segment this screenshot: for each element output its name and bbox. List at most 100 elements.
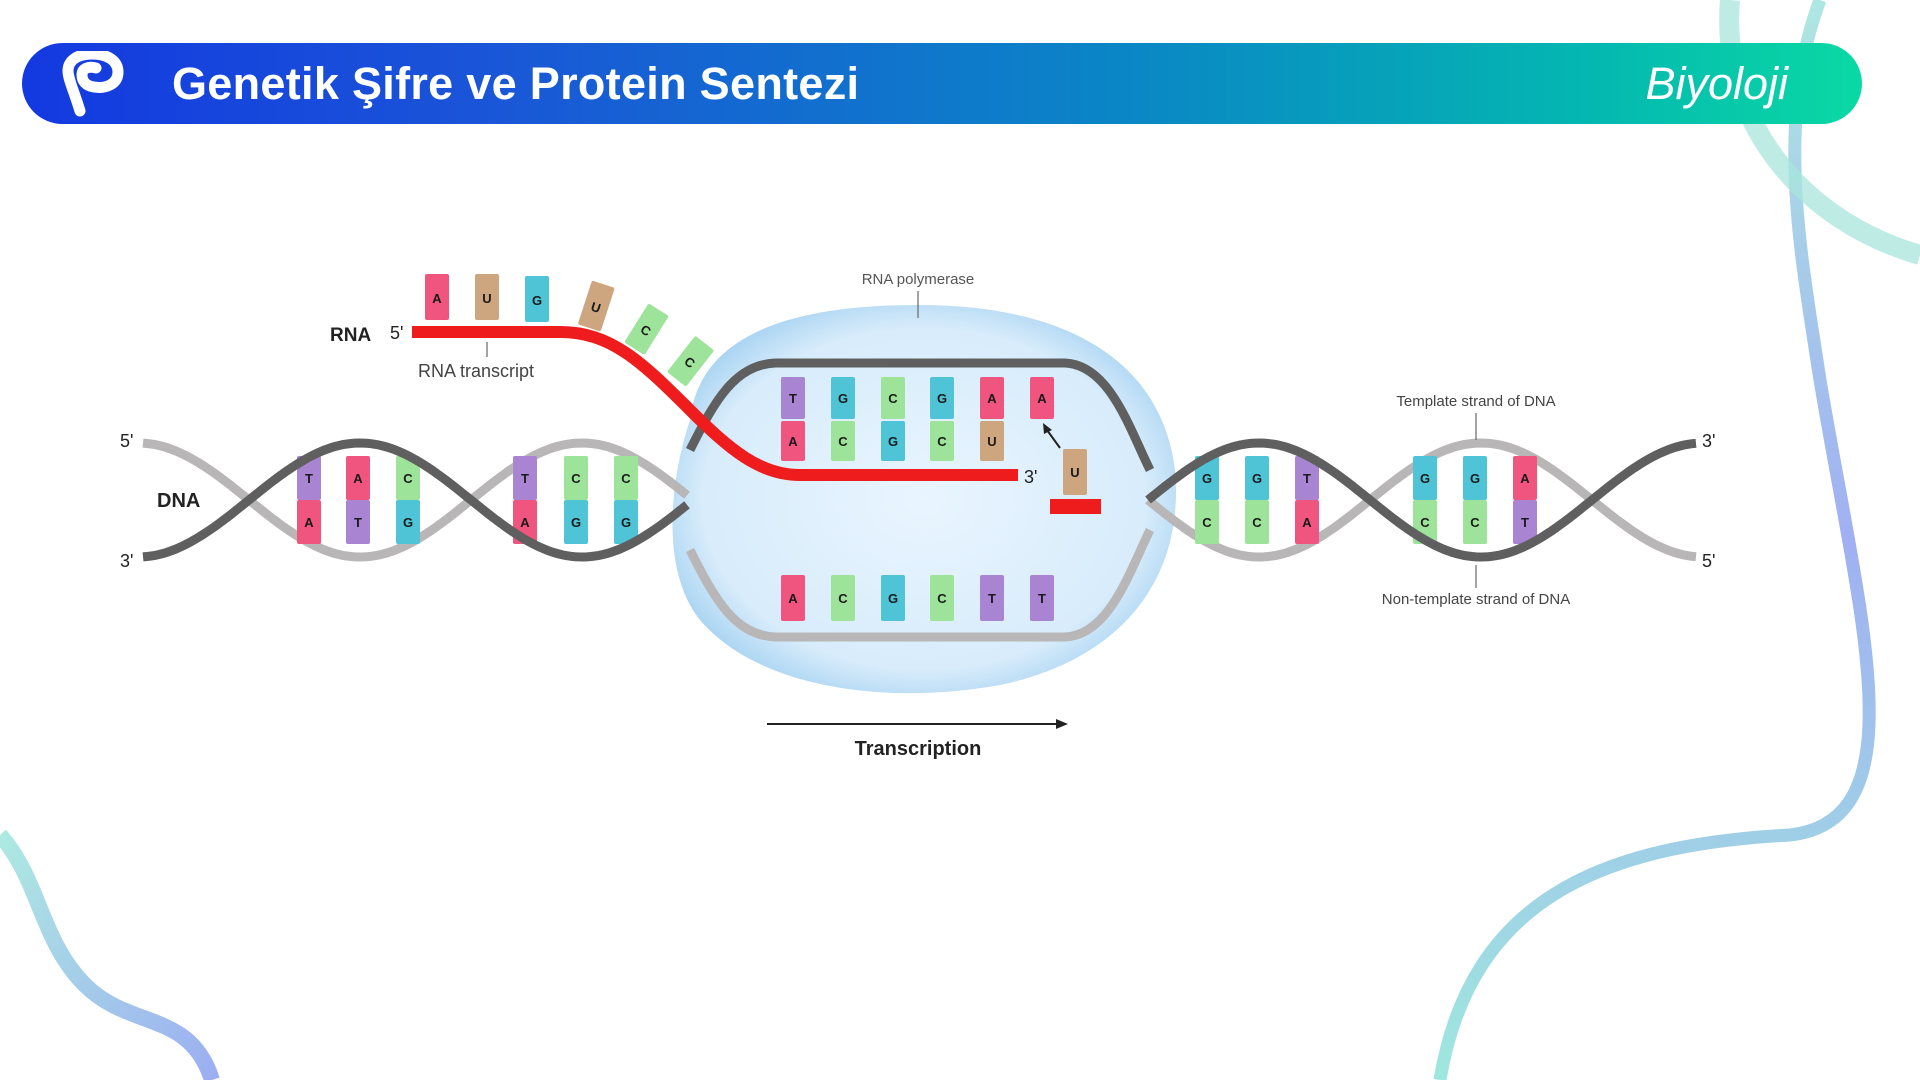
bubble-bottom-base-1-block <box>831 575 855 621</box>
left-base-top-5-block <box>614 456 638 500</box>
right-base-bottom-2: A <box>1295 500 1319 544</box>
left-base-bottom-1-letter: T <box>354 515 362 530</box>
dna-template-strand-bubble <box>685 358 1155 473</box>
left-base-bottom-0-letter: A <box>304 515 314 530</box>
right-base-bottom-1-letter: C <box>1252 515 1262 530</box>
right-base-top-5: A <box>1513 456 1537 500</box>
bubble-dna-base-0-block <box>781 377 805 419</box>
left-top-end-label: 5' <box>120 431 133 451</box>
decor-curve-right <box>1433 0 1876 1080</box>
right-base-bottom-3-letter: C <box>1420 515 1430 530</box>
bubble-rna-base-2-block <box>881 421 905 461</box>
right-base-bottom-0: C <box>1195 500 1219 544</box>
bubble-dna-base-2-letter: C <box>888 391 898 406</box>
left-base-top-4-block <box>564 456 588 500</box>
bubble-bottom-base-0-block <box>781 575 805 621</box>
rna-label: RNA <box>330 325 371 346</box>
left-base-bottom-4: G <box>564 500 588 544</box>
bubble-dna-base-2: C <box>881 377 905 419</box>
right-base-top-1: G <box>1245 456 1269 500</box>
left-base-top-0-block <box>297 456 321 500</box>
template-strand-label: Template strand of DNA <box>1396 393 1555 410</box>
bubble-dna-base-1: G <box>831 377 855 419</box>
right-base-bottom-1: C <box>1245 500 1269 544</box>
nontemplate-strand-label: Non-template strand of DNA <box>1382 591 1570 608</box>
right-base-top-2: T <box>1295 456 1319 500</box>
right-base-top-2-letter: T <box>1303 471 1311 486</box>
bubble-rna-base-4: U <box>980 421 1004 461</box>
rna-tail-base-1: U <box>475 274 499 320</box>
bubble-rna-base-3-block <box>930 421 954 461</box>
right-base-bottom-4-block <box>1463 500 1487 544</box>
bubble-bottom-base-3: C <box>930 575 954 621</box>
transcription-arrowhead <box>1056 719 1068 729</box>
right-base-bottom-1-block <box>1245 500 1269 544</box>
bubble-rna-base-3-letter: C <box>937 434 947 449</box>
left-base-top-1-block <box>346 456 370 500</box>
left-base-bottom-0-block <box>297 500 321 544</box>
header-bar: Genetik Şifre ve Protein Sentezi Biyoloj… <box>22 43 1862 124</box>
left-base-top-3-letter: T <box>521 471 529 486</box>
bubble-dna-base-3: G <box>930 377 954 419</box>
rna-tail-base-2-letter: G <box>532 293 542 308</box>
left-base-bottom-3-letter: A <box>520 515 530 530</box>
bubble-rna-base-2-letter: G <box>888 434 898 449</box>
left-base-top-4: C <box>564 456 588 500</box>
bubble-rna-base-4-block <box>980 421 1004 461</box>
bubble-dna-base-5-letter: A <box>1037 391 1047 406</box>
left-base-bottom-5-block <box>614 500 638 544</box>
rna-tail-base-1-letter: U <box>482 291 491 306</box>
right-base-top-5-letter: A <box>1520 471 1530 486</box>
bubble-dna-base-4-block <box>980 377 1004 419</box>
bubble-dna-base-2-block <box>881 377 905 419</box>
rna-tail-base-0-letter: A <box>432 291 442 306</box>
bubble-dna-base-4-letter: A <box>987 391 997 406</box>
rna-tail-base-3-letter: U <box>589 299 603 316</box>
left-base-bottom-2-letter: G <box>403 515 413 530</box>
incoming-nucleotide: U <box>1063 449 1087 495</box>
dna-label: DNA <box>157 490 200 512</box>
dna-coding-strand-bubble <box>685 527 1155 642</box>
left-base-top-2: C <box>396 456 420 500</box>
bubble-bottom-base-0-letter: A <box>788 591 798 606</box>
right-top-end-label: 3' <box>1702 431 1715 451</box>
bubble-rna-base-1-block <box>831 421 855 461</box>
rna-transcript-label: RNA transcript <box>418 361 534 381</box>
left-base-bottom-5: G <box>614 500 638 544</box>
bubble-bottom-base-4-block <box>980 575 1004 621</box>
left-base-top-0-letter: T <box>305 471 313 486</box>
left-base-top-3-block <box>513 456 537 500</box>
dna-template-strand-right <box>1145 438 1697 562</box>
rna-tail-base-3-block <box>578 280 615 332</box>
right-base-top-3-block <box>1413 456 1437 500</box>
subject-label: Biyoloji <box>1645 58 1788 109</box>
bubble-bottom-base-1: C <box>831 575 855 621</box>
bubble-bottom-base-2: G <box>881 575 905 621</box>
bubble-dna-base-0-letter: T <box>789 391 797 406</box>
left-base-top-4-letter: C <box>571 471 581 486</box>
rna-tail-base-1-block <box>475 274 499 320</box>
right-base-bottom-5-letter: T <box>1521 515 1529 530</box>
right-base-bottom-2-block <box>1295 500 1319 544</box>
right-base-bottom-0-block <box>1195 500 1219 544</box>
rna-tail-base-0: A <box>425 274 449 320</box>
bubble-rna-base-1-letter: C <box>838 434 848 449</box>
left-base-bottom-1: T <box>346 500 370 544</box>
bubble-bottom-base-0: A <box>781 575 805 621</box>
right-base-top-5-block <box>1513 456 1537 500</box>
right-base-bottom-5: T <box>1513 500 1537 544</box>
bubble-bottom-base-5-letter: T <box>1038 591 1046 606</box>
left-base-top-2-letter: C <box>403 471 413 486</box>
bubble-rna-base-4-letter: U <box>987 434 996 449</box>
bubble-bottom-base-2-block <box>881 575 905 621</box>
rna-strand <box>412 326 1018 481</box>
bubble-rna-base-0: A <box>781 421 805 461</box>
right-base-top-3: G <box>1413 456 1437 500</box>
left-base-bottom-1-block <box>346 500 370 544</box>
bubble-bottom-base-4-letter: T <box>988 591 996 606</box>
right-base-top-4: G <box>1463 456 1487 500</box>
rna-polymerase-label: RNA polymerase <box>862 271 975 288</box>
p-logo-icon[interactable] <box>60 51 130 117</box>
left-base-top-3: T <box>513 456 537 500</box>
